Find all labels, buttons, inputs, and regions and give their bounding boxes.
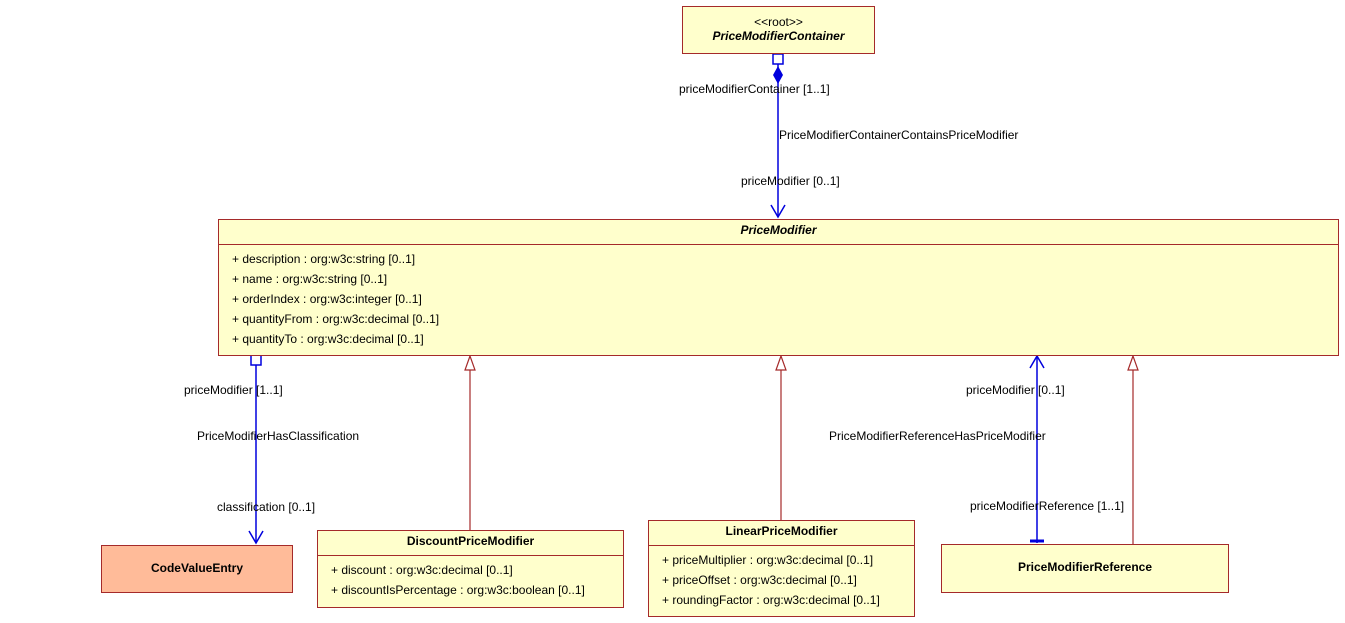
class-price-modifier-reference[interactable]: PriceModifierReference: [941, 544, 1229, 593]
attribute-list: + discount : org:w3c:decimal [0..1] + di…: [318, 555, 623, 600]
association-name-label: PriceModifierContainerContainsPriceModif…: [779, 128, 1019, 142]
composition-diamond-icon: [773, 66, 783, 84]
class-name: PriceModifierReference: [1017, 560, 1153, 574]
attribute-item: + name : org:w3c:string [0..1]: [232, 272, 388, 286]
arrowhead-icon: [1029, 354, 1045, 369]
attribute-item: + orderIndex : org:w3c:integer [0..1]: [232, 292, 422, 306]
attribute-item: + discount : org:w3c:decimal [0..1]: [331, 563, 513, 577]
arrowhead-icon: [248, 530, 264, 545]
class-price-modifier[interactable]: PriceModifier + description : org:w3c:st…: [218, 219, 1339, 356]
class-name: LinearPriceModifier: [725, 524, 838, 538]
class-name: PriceModifierContainer: [712, 29, 845, 43]
attribute-list: + description : org:w3c:string [0..1] + …: [219, 244, 1338, 349]
class-stereotype: <<root>>: [754, 15, 803, 29]
reference-connector: [1029, 354, 1045, 543]
inheritance-triangle-icon: [1127, 354, 1139, 371]
navigability-square-icon: [772, 53, 784, 65]
attribute-item: + quantityFrom : org:w3c:decimal [0..1]: [232, 312, 440, 326]
target-role-label: priceModifierReference [1..1]: [970, 499, 1125, 513]
composition-connector: [770, 53, 786, 219]
inheritance-triangle-icon: [775, 354, 787, 371]
source-role-label: priceModifierContainer [1..1]: [679, 82, 830, 96]
class-name: DiscountPriceModifier: [406, 534, 535, 548]
navigability-square-icon: [250, 354, 262, 366]
association-name-label: PriceModifierReferenceHasPriceModifier: [829, 429, 1046, 443]
class-linear-price-modifier[interactable]: LinearPriceModifier + priceMultiplier : …: [648, 520, 915, 617]
source-role-label: priceModifier [1..1]: [184, 383, 283, 397]
generalization-reference: [1127, 354, 1139, 545]
inheritance-triangle-icon: [464, 354, 476, 371]
source-role-label: priceModifier [0..1]: [966, 383, 1065, 397]
generalization-discount: [464, 354, 476, 531]
attribute-item: + priceMultiplier : org:w3c:decimal [0..…: [662, 553, 874, 567]
class-discount-price-modifier[interactable]: DiscountPriceModifier + discount : org:w…: [317, 530, 624, 608]
attribute-item: + quantityTo : org:w3c:decimal [0..1]: [232, 332, 424, 346]
class-code-value-entry[interactable]: CodeValueEntry: [101, 545, 293, 593]
classification-connector: [248, 354, 264, 545]
class-name: CodeValueEntry: [150, 561, 244, 575]
attribute-item: + priceOffset : org:w3c:decimal [0..1]: [662, 573, 857, 587]
generalization-linear: [775, 354, 787, 521]
arrowhead-icon: [770, 204, 786, 219]
target-role-label: priceModifier [0..1]: [741, 174, 840, 188]
attribute-item: + description : org:w3c:string [0..1]: [232, 252, 416, 266]
attribute-list: + priceMultiplier : org:w3c:decimal [0..…: [649, 545, 914, 610]
attribute-item: + roundingFactor : org:w3c:decimal [0..1…: [662, 593, 880, 607]
class-name: PriceModifier: [740, 223, 817, 237]
target-role-label: classification [0..1]: [217, 500, 316, 514]
attribute-item: + discountIsPercentage : org:w3c:boolean…: [331, 583, 585, 597]
association-name-label: PriceModifierHasClassification: [197, 429, 360, 443]
class-price-modifier-container[interactable]: <<root>> PriceModifierContainer: [682, 6, 875, 54]
